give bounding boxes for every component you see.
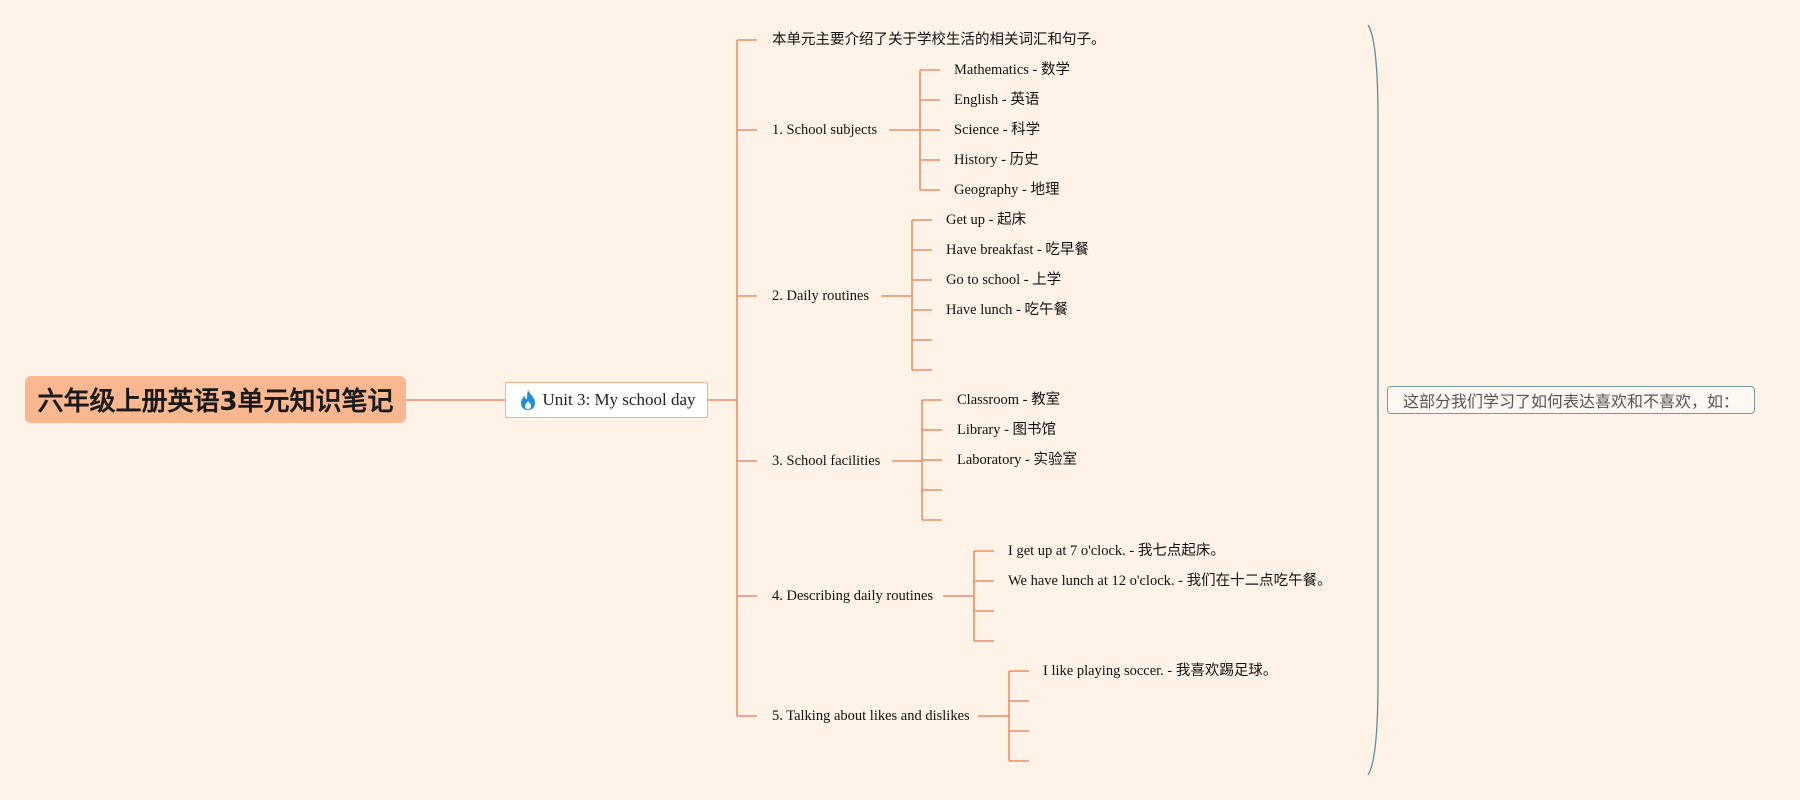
topic-describing-daily-routines[interactable]: 4. Describing daily routines xyxy=(772,588,934,604)
list-item[interactable]: Have breakfast - 吃早餐 xyxy=(946,242,1089,258)
list-item[interactable]: Classroom - 教室 xyxy=(957,392,1061,408)
fire-icon xyxy=(518,389,538,411)
list-item[interactable]: Science - 科学 xyxy=(954,122,1041,138)
summary-note[interactable]: 这部分我们学习了如何表达喜欢和不喜欢，如： xyxy=(1387,386,1755,414)
list-item[interactable]: Go to school - 上学 xyxy=(946,272,1062,288)
root-topic[interactable]: 六年级上册英语3单元知识笔记 xyxy=(25,376,406,423)
topic-school-subjects[interactable]: 1. School subjects xyxy=(772,122,878,138)
topic-school-facilities[interactable]: 3. School facilities xyxy=(772,453,881,469)
topic-daily-routines[interactable]: 2. Daily routines xyxy=(772,288,870,304)
list-item[interactable]: Laboratory - 实验室 xyxy=(957,452,1077,468)
list-item[interactable]: We have lunch at 12 o'clock. - 我们在十二点吃午餐… xyxy=(1008,573,1332,589)
unit-title: Unit 3: My school day xyxy=(542,390,696,409)
list-item[interactable]: I like playing soccer. - 我喜欢踢足球。 xyxy=(1043,663,1278,679)
intro-text[interactable]: 本单元主要介绍了关于学校生活的相关词汇和句子。 xyxy=(772,32,1106,48)
list-item[interactable]: Get up - 起床 xyxy=(946,212,1027,228)
topic-likes-and-dislikes[interactable]: 5. Talking about likes and dislikes xyxy=(772,708,970,724)
list-item[interactable]: Have lunch - 吃午餐 xyxy=(946,302,1069,318)
list-item[interactable]: English - 英语 xyxy=(954,92,1040,108)
list-item[interactable]: I get up at 7 o'clock. - 我七点起床。 xyxy=(1008,543,1225,559)
unit-topic[interactable]: Unit 3: My school day xyxy=(505,382,708,418)
list-item[interactable]: Library - 图书馆 xyxy=(957,422,1057,438)
list-item[interactable]: Mathematics - 数学 xyxy=(954,62,1070,78)
list-item[interactable]: History - 历史 xyxy=(954,152,1039,168)
list-item[interactable]: Geography - 地理 xyxy=(954,182,1060,198)
